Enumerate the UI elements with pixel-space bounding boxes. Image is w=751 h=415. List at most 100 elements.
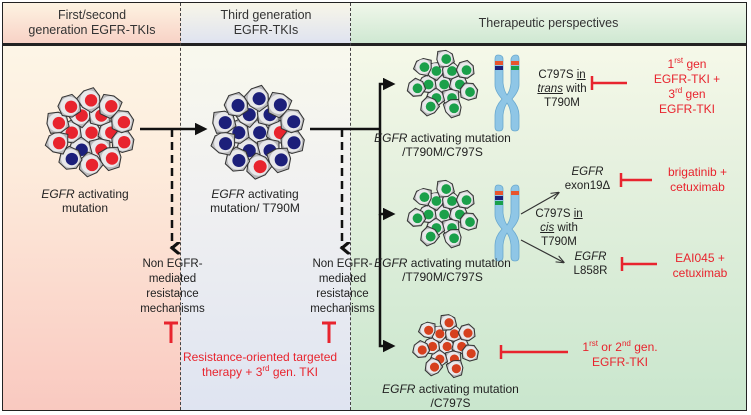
label-text: gen. TKI	[269, 365, 318, 379]
gene-name: EGFR	[374, 256, 408, 270]
label-text: T790M	[544, 97, 580, 109]
panel-first-second-generation	[3, 3, 181, 410]
gene-name: EGFR	[382, 382, 416, 396]
label-text: mutation/ T790M	[210, 201, 300, 215]
header-text: generation EGFR-TKIs	[28, 23, 156, 37]
label-text: EAI045 +	[675, 251, 725, 265]
label-text: or 2	[597, 340, 622, 354]
tumor-cell	[442, 228, 462, 249]
label-text: activating	[74, 187, 129, 201]
tumor-cell	[224, 146, 251, 172]
label-resistance-left: Non EGFR-mediated resistance mechanisms	[130, 257, 215, 317]
inhibition-bar-l858r	[620, 257, 657, 271]
tumor-cell	[412, 340, 431, 359]
tumor-cell	[212, 110, 237, 134]
tumor-cell	[223, 91, 249, 117]
label-text: resistance	[316, 288, 369, 300]
label-text: with	[554, 222, 578, 234]
tumor-cell	[406, 77, 427, 97]
tumor-cell	[433, 73, 453, 94]
label-text: brigatinib +	[667, 165, 728, 179]
gene-name: EGFR	[41, 187, 75, 201]
label-text: gen	[682, 87, 706, 101]
tumor-cell	[58, 145, 83, 170]
tumor-cell	[76, 87, 101, 114]
tumor-cell	[412, 187, 432, 207]
inhibition-bar-c797s	[499, 345, 568, 359]
chromosome-cis-icon	[494, 184, 520, 262]
tumor-cell	[243, 84, 270, 113]
tumor-cell	[424, 357, 444, 377]
label-text: mechanisms	[140, 303, 205, 315]
tumor-cell	[436, 179, 455, 198]
tumor-cell	[459, 212, 479, 231]
tumor-cell	[459, 82, 479, 101]
arrow-to-l858r	[520, 239, 563, 262]
tumor-cell	[280, 108, 305, 134]
superscript: rd	[262, 364, 270, 373]
label-text: C797S	[538, 69, 577, 81]
arrow-branch-trans	[378, 77, 396, 129]
tumor-cell	[78, 151, 104, 178]
label-tumor-cis: EGFR activating mutation/T790M/C797S	[370, 256, 515, 284]
tumor-cell	[97, 146, 122, 172]
tumor-cell	[439, 314, 458, 331]
label-text: 3	[668, 87, 676, 101]
superscript: rst	[589, 339, 598, 348]
tumor-cell	[420, 225, 441, 247]
label-text: T790M	[541, 236, 577, 248]
label-text: EGFR-TKI +	[653, 72, 721, 86]
label-text: /T790M/C797S	[402, 145, 483, 159]
column-divider	[350, 3, 351, 410]
tumor-cell	[461, 344, 479, 362]
label-text: resistance	[146, 288, 199, 300]
label-text: gen	[683, 57, 707, 71]
label-text: trans	[537, 83, 563, 95]
tumor-cell	[246, 152, 273, 180]
label-text: mutation	[61, 201, 109, 215]
header-text: EGFR-TKIs	[233, 23, 299, 37]
label-tumor-c797s: EGFR activating mutation/C797S	[378, 382, 523, 410]
label-text: /T790M/C797S	[402, 270, 483, 284]
gene-name: EGFR	[211, 187, 245, 201]
arrow-branch-c797s	[378, 214, 396, 353]
label-text: therapy + 3	[202, 365, 263, 379]
label-text: 1	[582, 340, 590, 354]
label-text: L858R	[573, 265, 608, 277]
panel-third-generation	[181, 3, 351, 410]
tumor-cluster-trans	[406, 49, 479, 119]
header-text: First/second	[57, 8, 127, 22]
tumor-cell	[455, 189, 475, 209]
tumor-cell	[266, 147, 292, 174]
label-tumor-trans: EGFR activating mutation/T790M/C797S	[370, 131, 515, 159]
label-text: with	[562, 83, 587, 95]
inhibition-t-left	[164, 321, 178, 343]
therapy-exon19: brigatinib +cetuximab	[655, 165, 740, 195]
label-text: mediated	[148, 273, 197, 285]
label-text: 1	[667, 57, 675, 71]
label-text: gen.	[630, 340, 658, 354]
label-text: /C797S	[430, 396, 471, 410]
column-divider	[180, 3, 181, 410]
label-text: Non EGFR-	[142, 258, 203, 270]
label-text: mediated	[318, 273, 367, 285]
header-therapeutic-perspectives: Therapeutic perspectives	[351, 3, 746, 43]
header-text: Therapeutic perspectives	[478, 15, 619, 30]
inhibition-bar-trans	[590, 76, 627, 90]
label-text: activating mutation	[407, 131, 511, 145]
label-text: cetuximab	[670, 180, 725, 194]
chromosome-trans-icon	[494, 54, 520, 132]
tumor-cell	[445, 359, 464, 379]
label-text: activating	[244, 187, 299, 201]
label-text: cis	[540, 222, 555, 234]
tumor-cell	[417, 321, 436, 339]
